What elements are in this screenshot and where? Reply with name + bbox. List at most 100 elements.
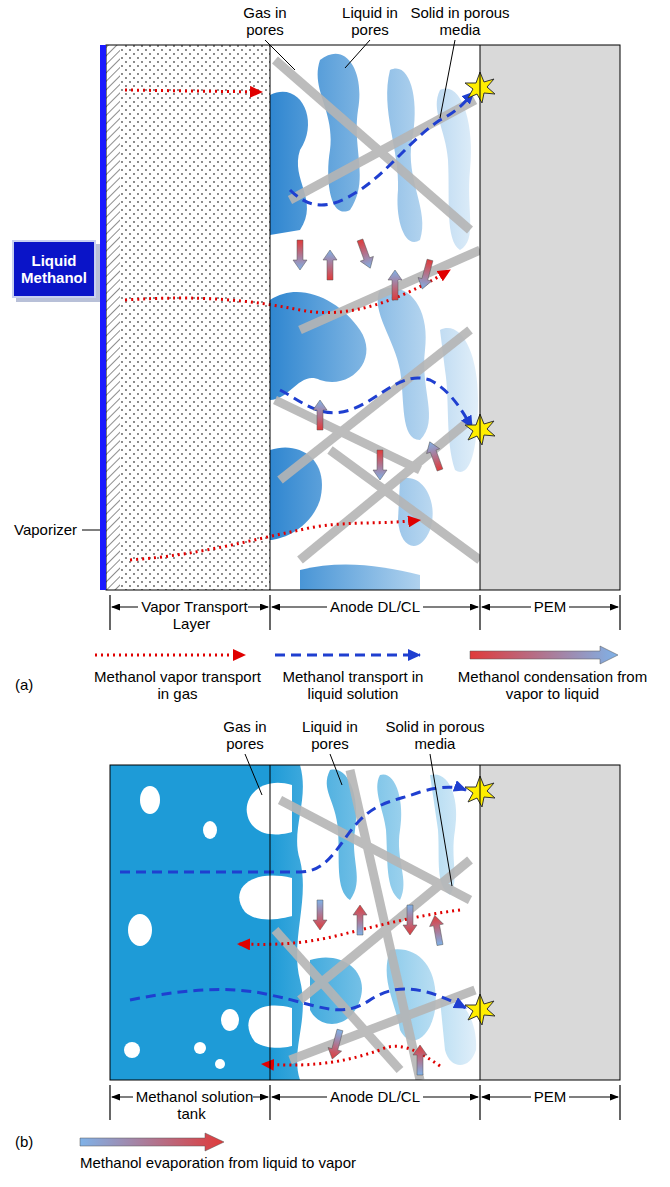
drawing-use [353,905,367,935]
label-text: PEM [531,598,570,615]
drawing-path [470,646,618,664]
drawing-rect [110,765,270,1080]
callout-label: Liquid in pores [290,718,370,752]
label-text: (a) [15,676,33,693]
drawing-use [323,250,337,280]
drawing-use [415,258,436,291]
drawing-g [124,783,292,1069]
drawing-use [313,900,327,930]
drawing-g [270,54,478,590]
drawing-path [280,378,472,428]
label-text: Anode DL/CL [327,1088,423,1105]
node-text: Vaporizer [14,521,86,538]
drawing-g [280,92,474,428]
callout-label: Solid in porous media [405,4,515,38]
drawing-use [353,238,376,271]
callout-label: (a) [15,676,55,693]
drawing-g [270,765,476,1080]
drawing-line [269,1085,270,1120]
drawing-path [300,565,420,590]
drawing-path [239,876,292,920]
drawing-line [270,765,271,1080]
drawing-use [423,439,446,472]
label-text: Vapor Transport Layer [138,598,247,632]
dimension-label: Anode DL/CL [290,1088,460,1105]
drawing-rect [110,765,620,1080]
drawing-line [245,754,262,795]
drawing-path [80,1133,224,1151]
drawing-rect [480,765,620,1080]
drawing-ellipse [128,914,152,946]
callout-label: Gas in pores [225,4,305,38]
drawing-circle [215,1059,225,1069]
drawing-line [480,45,481,590]
drawing-rect [106,45,620,590]
dimension-label: Anode DL/CL [290,598,460,615]
drawing-use [413,1045,427,1075]
drawing-rect [106,45,120,590]
drawing-line [265,40,295,70]
drawing-path [95,654,245,657]
drawing-line [479,1085,480,1120]
drawing-path [125,270,450,313]
drawing-line [275,60,470,230]
drawing-path [238,910,460,944]
drawing-use [403,905,417,935]
drawing-path [275,654,420,657]
drawing-rect [120,45,270,590]
drawing-circle [194,1042,206,1054]
drawing-line [440,40,455,118]
callout-label: Liquid in pores [330,4,410,38]
drawing-g [293,238,447,480]
drawing-g [275,770,475,1080]
label-text: Gas in pores [223,718,266,752]
drawing-line [350,770,420,1080]
label-text: Liquid in pores [302,718,358,752]
source-box: Liquid Methanol [12,240,96,298]
drawing-use [388,270,402,300]
legend-text: Methanol transport in liquid solution [268,668,438,702]
drawing-path [120,787,466,872]
drawing-g [125,90,450,560]
drawing-g [82,40,455,530]
drawing-g [238,910,460,1066]
dimension-label: PEM [500,1088,600,1105]
drawing-line [619,1085,620,1120]
label-text: Liquid in pores [342,4,398,38]
label-text: Methanol solution tank [133,1088,254,1122]
label-text: PEM [531,1088,570,1105]
dimension-label: PEM [500,598,600,615]
dimension-label: Methanol solution tank [120,1088,266,1122]
drawing-g [120,787,466,1010]
drawing-line [619,595,620,630]
drawing-path [270,92,308,235]
drawing-path [290,92,474,205]
drawing-line [270,45,271,590]
legend-text: Methanol evaporation from liquid to vapo… [80,1154,500,1171]
drawing-g [245,754,452,886]
drawing-path [377,774,403,900]
label-text: Solid in porous media [385,718,484,752]
callout-label: (b) [15,1133,55,1150]
label-text: (b) [15,1133,33,1150]
drawing-line [345,40,370,68]
drawing-line [109,1085,110,1120]
drawing-use [293,240,307,270]
drawing-use [313,400,327,430]
legend-text: Methanol condensation from vapor to liqu… [455,668,650,702]
drawing-line [480,765,481,1080]
drawing-circle [124,1042,140,1058]
drawing-ellipse [140,786,160,814]
drawing-line [109,595,110,630]
drawing-use [373,450,387,480]
callout-label: Solid in porous media [380,718,490,752]
drawing-use [428,914,447,946]
dimension-label: Vapor Transport Layer [120,598,266,632]
node-text: Liquid Methanol [18,252,90,286]
drawing-path [130,989,466,1010]
drawing-path [387,68,422,242]
drawing-path [125,90,262,92]
drawing-path [247,783,292,835]
drawing-use [325,1028,346,1061]
drawing-line [269,595,270,630]
